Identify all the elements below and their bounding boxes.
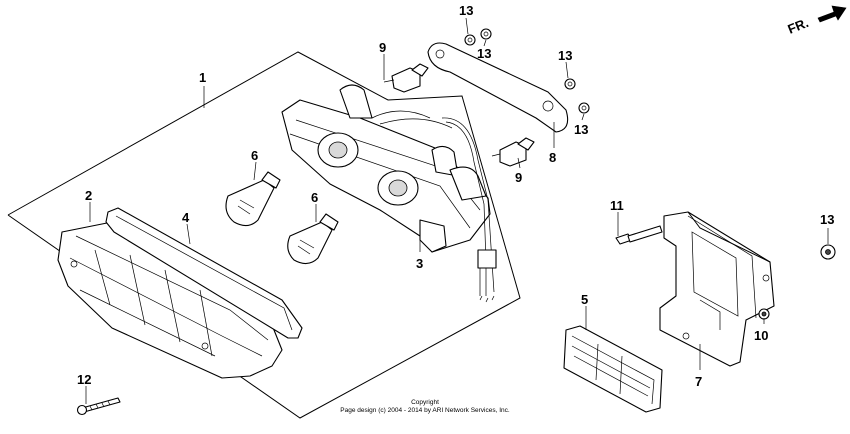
nut-13e (820, 244, 836, 260)
copyright-line-1: Copyright (411, 399, 439, 406)
callout-2: 2 (85, 188, 92, 203)
nut-13d (578, 102, 590, 114)
assembly-outline (7, 51, 521, 419)
callout-6-upper: 6 (251, 148, 258, 163)
callout-13-e: 13 (820, 212, 834, 227)
nut-13b (480, 28, 492, 40)
washer-nut (758, 308, 770, 320)
nut-13c (564, 78, 576, 90)
nut-13a (464, 34, 476, 46)
lens-gasket (105, 207, 303, 339)
callout-12: 12 (77, 372, 91, 387)
callout-13-b: 13 (477, 46, 491, 61)
callout-8: 8 (549, 150, 556, 165)
callout-13-a: 13 (459, 3, 473, 18)
callout-9-upper: 9 (379, 40, 386, 55)
mounting-stay (427, 42, 569, 133)
rubber-mount-lower (491, 137, 535, 167)
callout-7: 7 (695, 374, 702, 389)
bracket-bolt (615, 225, 663, 245)
license-bracket (659, 211, 775, 367)
callout-11: 11 (610, 198, 624, 213)
arrow-right-icon (817, 5, 847, 23)
bulb-lower (287, 213, 339, 265)
lens-screw (76, 397, 121, 416)
leader-lines (85, 17, 829, 404)
wire-harness (441, 117, 497, 303)
callout-9-lower: 9 (515, 170, 522, 185)
front-direction-arrow: FR. (786, 5, 847, 37)
callout-13-d: 13 (574, 122, 588, 137)
front-direction-label: FR. (786, 15, 811, 37)
callout-10: 10 (754, 328, 768, 343)
callout-4: 4 (182, 210, 190, 225)
callout-5: 5 (581, 292, 588, 307)
rubber-mount-upper (383, 63, 429, 93)
callout-1: 1 (199, 70, 206, 85)
callout-6-lower: 6 (311, 190, 318, 205)
bulb-upper (225, 171, 281, 227)
copyright-line-2: Page design (c) 2004 - 2014 by ARI Netwo… (340, 407, 510, 414)
callout-13-c: 13 (558, 48, 572, 63)
rear-reflector (563, 325, 663, 413)
callout-3: 3 (416, 256, 423, 271)
